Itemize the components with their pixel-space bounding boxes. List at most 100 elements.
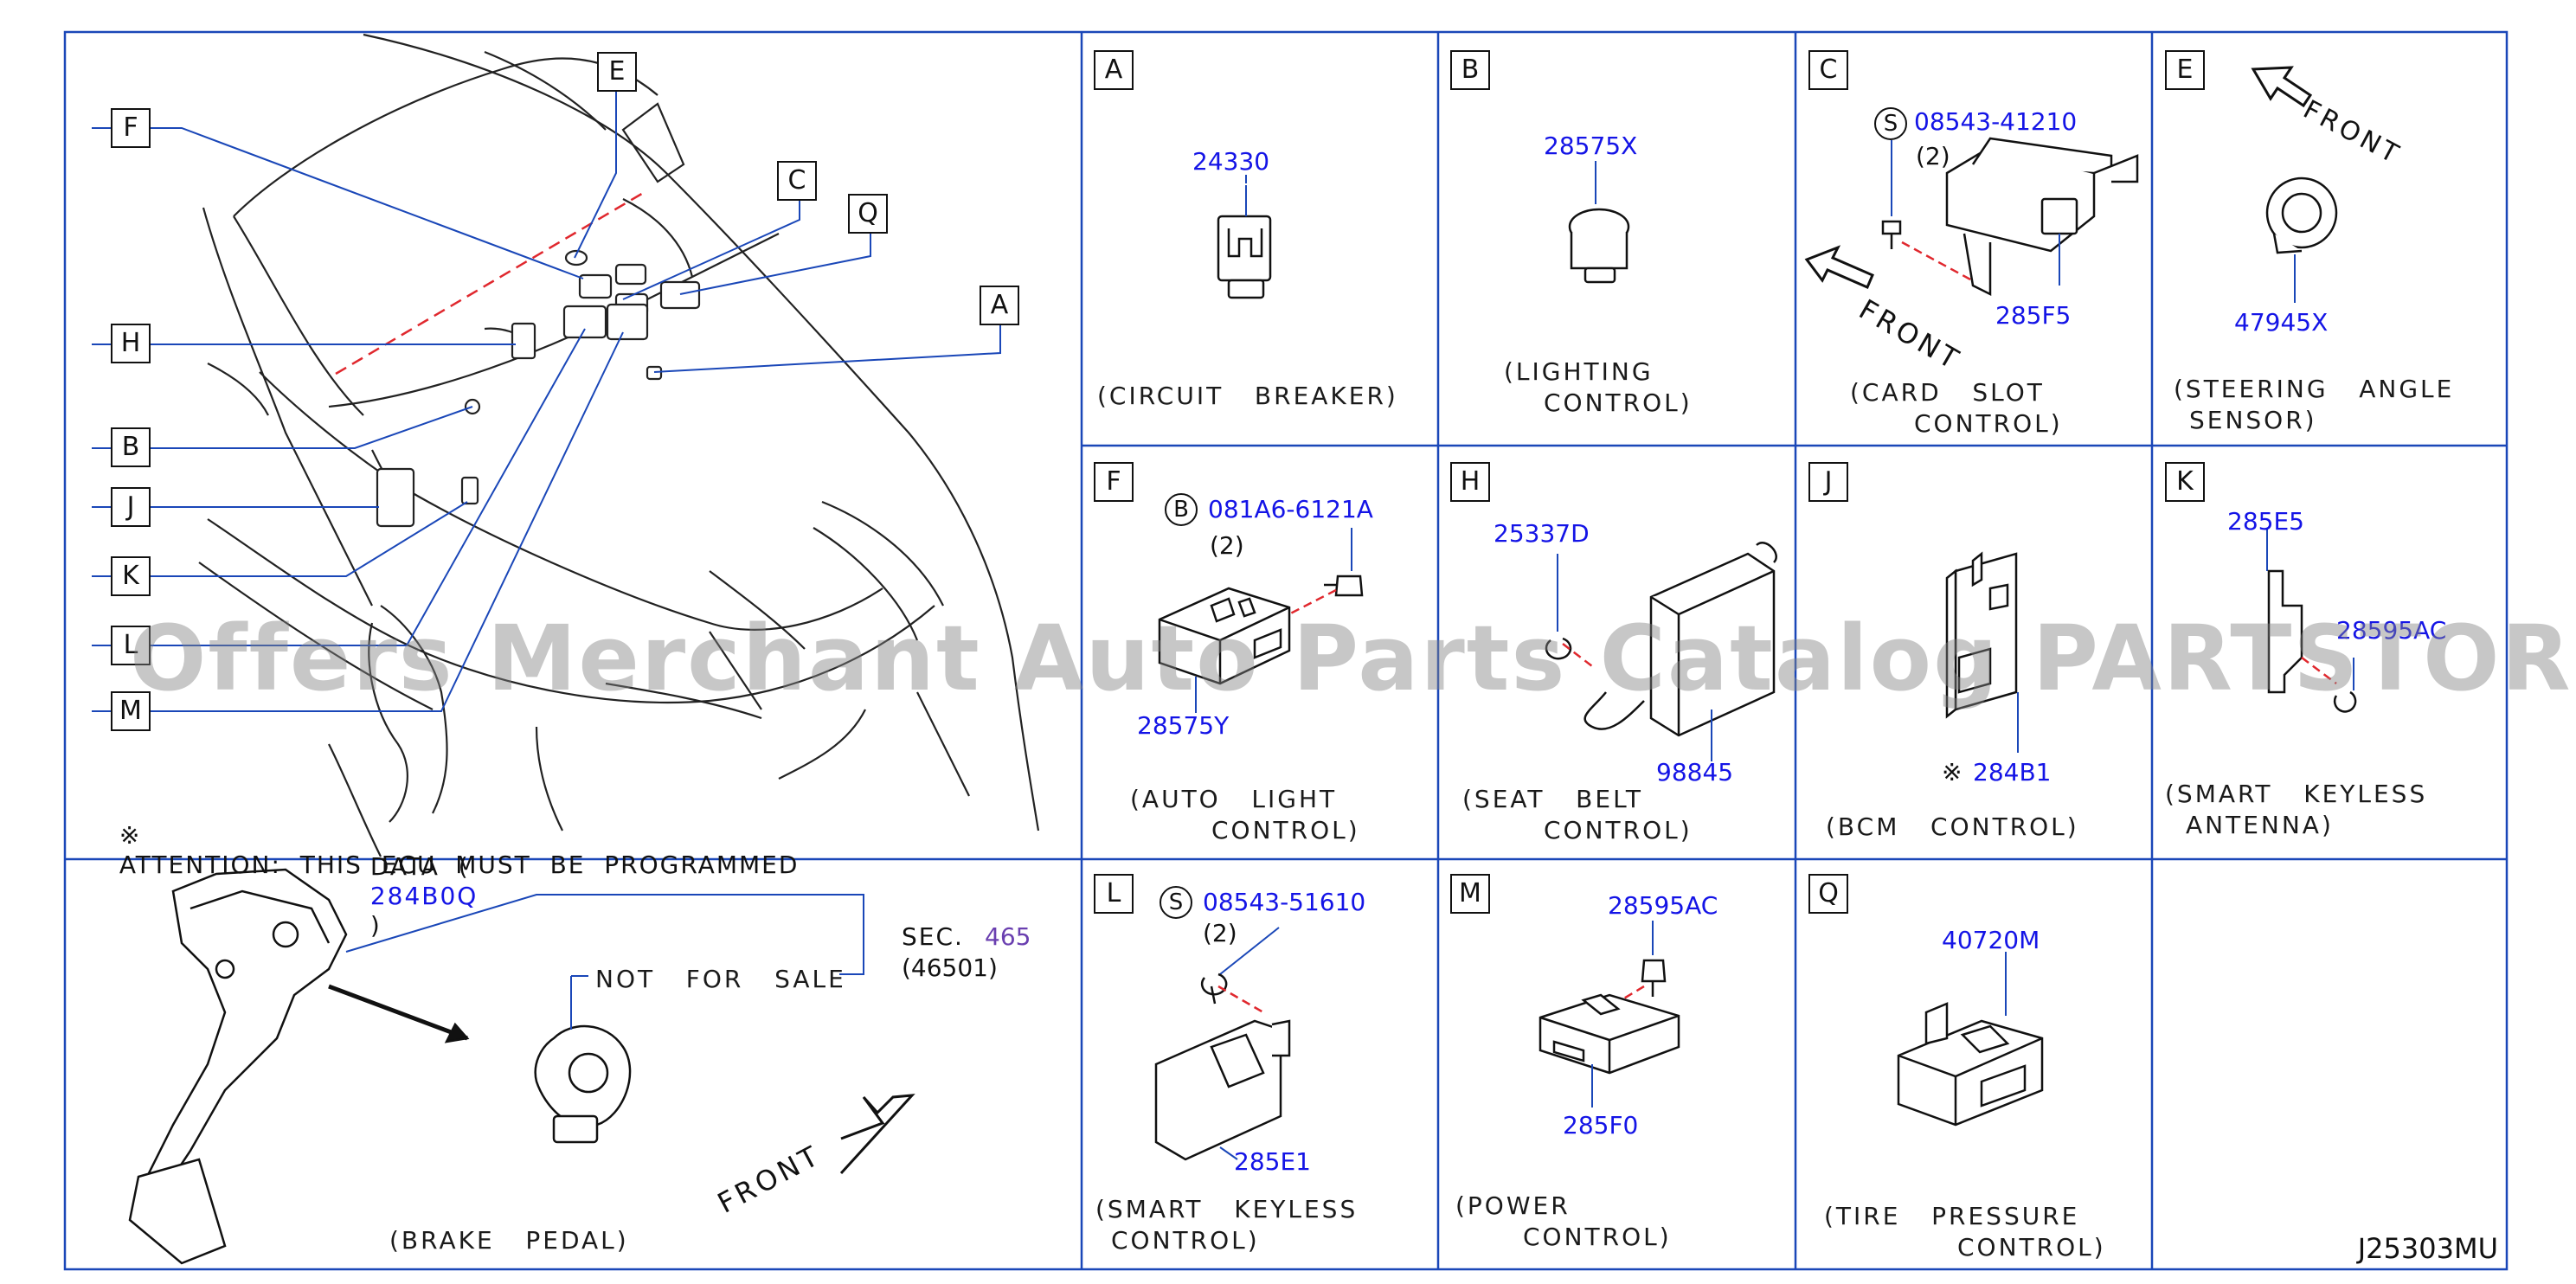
part-number-40720m[interactable]: 40720M bbox=[1942, 926, 2040, 954]
attention-symbol: ※ bbox=[119, 821, 142, 850]
part-number-28595ac-m[interactable]: 28595AC bbox=[1608, 891, 1718, 920]
part-number-08543-41210[interactable]: 08543-41210 bbox=[1914, 107, 2078, 136]
part-number-47945x[interactable]: 47945X bbox=[2234, 308, 2329, 337]
panel-l-letter: L bbox=[1094, 874, 1134, 914]
panel-m-caption-2: CONTROL) bbox=[1523, 1223, 1672, 1251]
panel-l-caption-1: (SMART KEYLESS bbox=[1095, 1195, 1359, 1223]
part-number-24330[interactable]: 24330 bbox=[1192, 147, 1270, 176]
panel-f-qty: (2) bbox=[1210, 531, 1244, 560]
panel-j-symbol: ※ bbox=[1942, 758, 1963, 786]
component-shapes bbox=[376, 249, 701, 528]
callout-box-f[interactable]: F bbox=[111, 108, 151, 148]
front-arrow-brake bbox=[839, 1094, 915, 1175]
panel-e-caption-1: (STEERING ANGLE bbox=[2174, 375, 2455, 403]
part-285F5-drawing bbox=[1804, 137, 2139, 297]
panel-a-letter: A bbox=[1094, 50, 1134, 90]
panel-j-caption-1: (BCM CONTROL) bbox=[1826, 812, 2079, 841]
screw-symbol-b: B bbox=[1165, 493, 1198, 526]
panel-f-caption-1: (AUTO LIGHT bbox=[1130, 785, 1338, 813]
panel-j-letter: J bbox=[1808, 462, 1848, 502]
callout-box-m[interactable]: M bbox=[111, 691, 151, 731]
panel-q-caption-2: CONTROL) bbox=[1957, 1233, 2106, 1262]
panel-m-letter: M bbox=[1450, 874, 1490, 914]
front-arrow-e bbox=[2251, 66, 2313, 108]
part-40720M-drawing bbox=[1897, 952, 2044, 1127]
part-285E5-drawing bbox=[2266, 528, 2357, 713]
part-98845-drawing bbox=[1545, 542, 1777, 761]
panel-c-letter: C bbox=[1808, 50, 1848, 90]
panel-q-caption-1: (TIRE PRESSURE bbox=[1824, 1202, 2080, 1230]
callout-box-c[interactable]: C bbox=[777, 161, 817, 201]
part-number-081a6-6121a[interactable]: 081A6-6121A bbox=[1208, 495, 1373, 523]
attention-note: ※ ATTENTION: THIS ECU MUST BE PROGRAMMED bbox=[100, 792, 799, 880]
panel-q-letter: Q bbox=[1808, 874, 1848, 914]
panel-h-caption-1: (SEAT BELT bbox=[1462, 785, 1643, 813]
part-number-08543-51610[interactable]: 08543-51610 bbox=[1203, 888, 1366, 916]
panel-l-caption-2: CONTROL) bbox=[1111, 1226, 1260, 1255]
part-28575X-drawing bbox=[1568, 161, 1630, 284]
main-leaders bbox=[92, 92, 1001, 712]
part-28575Y-drawing bbox=[1158, 528, 1364, 713]
panel-h-letter: H bbox=[1450, 462, 1490, 502]
part-number-285f5[interactable]: 285F5 bbox=[1995, 301, 2072, 330]
panel-b-caption-1: (LIGHTING bbox=[1504, 357, 1654, 386]
part-285E1-drawing bbox=[1154, 927, 1291, 1161]
part-number-28575x[interactable]: 28575X bbox=[1544, 132, 1638, 160]
part-number-285f0[interactable]: 285F0 bbox=[1563, 1111, 1639, 1140]
sec-sub-number: (46501) bbox=[902, 953, 998, 982]
panel-grid bbox=[63, 30, 2509, 1271]
part-47945X-drawing bbox=[2251, 66, 2338, 303]
panel-b-letter: B bbox=[1450, 50, 1490, 90]
part-number-28575y[interactable]: 28575Y bbox=[1137, 711, 1230, 740]
callout-box-b[interactable]: B bbox=[111, 427, 151, 467]
panel-h-caption-2: CONTROL) bbox=[1544, 816, 1693, 844]
panel-k-caption-2: ANTENNA) bbox=[2186, 811, 2334, 839]
vehicle-outline bbox=[198, 33, 1040, 857]
panel-l-qty: (2) bbox=[1203, 919, 1237, 947]
panel-a-caption: (CIRCUIT BREAKER) bbox=[1097, 382, 1398, 410]
attention-text: ATTENTION: THIS ECU MUST BE PROGRAMMED bbox=[119, 851, 800, 879]
panel-k-letter: K bbox=[2165, 462, 2205, 502]
panel-e-caption-2: SENSOR) bbox=[2189, 406, 2317, 434]
front-arrow-c bbox=[1804, 245, 1874, 289]
part-number-285e1[interactable]: 285E1 bbox=[1234, 1147, 1311, 1176]
panel-k-caption-1: (SMART KEYLESS bbox=[2165, 780, 2428, 808]
panel-b-caption-2: CONTROL) bbox=[1544, 388, 1693, 417]
callout-box-e[interactable]: E bbox=[597, 52, 637, 92]
callout-box-j[interactable]: J bbox=[111, 487, 151, 527]
screw-symbol-s-l: S bbox=[1160, 886, 1192, 919]
callout-box-k[interactable]: K bbox=[111, 556, 151, 596]
panel-f-letter: F bbox=[1094, 462, 1134, 502]
part-number-28595ac-k[interactable]: 28595AC bbox=[2336, 616, 2447, 645]
attention-close: ) bbox=[369, 911, 382, 940]
panel-c-qty: (2) bbox=[1916, 142, 1950, 170]
panel-c-caption-1: (CARD SLOT bbox=[1850, 378, 2045, 407]
attention-part-link[interactable]: 284B0Q bbox=[369, 882, 479, 910]
attention-data-label: DATA ( bbox=[369, 852, 470, 881]
panel-c-caption-2: CONTROL) bbox=[1914, 409, 2063, 438]
callout-box-h[interactable]: H bbox=[111, 324, 151, 363]
attention-note-line2: DATA ( 284B0Q ) bbox=[351, 823, 478, 941]
callout-box-l[interactable]: L bbox=[111, 626, 151, 665]
brake-pedal-caption: (BRAKE PEDAL) bbox=[389, 1226, 629, 1255]
sec-label: SEC. bbox=[902, 922, 964, 951]
part-24330-drawing bbox=[1217, 175, 1272, 299]
panel-m-caption-1: (POWER bbox=[1455, 1191, 1571, 1220]
diagram-code: J25303MU bbox=[2357, 1232, 2498, 1265]
part-number-98845[interactable]: 98845 bbox=[1656, 758, 1734, 786]
panel-e-letter: E bbox=[2165, 50, 2205, 90]
panel-f-caption-2: CONTROL) bbox=[1211, 816, 1360, 844]
part-285F0-drawing bbox=[1539, 921, 1680, 1107]
part-number-284b1[interactable]: 284B1 bbox=[1973, 758, 2052, 786]
brake-pedal-drawing bbox=[128, 868, 915, 1265]
part-number-285e5[interactable]: 285E5 bbox=[2227, 507, 2304, 536]
not-for-sale-label: NOT FOR SALE bbox=[595, 965, 846, 993]
part-number-25337d[interactable]: 25337D bbox=[1494, 519, 1590, 548]
callout-box-a[interactable]: A bbox=[980, 286, 1019, 325]
callout-box-q[interactable]: Q bbox=[848, 194, 888, 234]
screw-symbol-s: S bbox=[1874, 107, 1907, 140]
sec-465-link[interactable]: 465 bbox=[985, 922, 1031, 951]
part-284B1-drawing bbox=[1945, 551, 2019, 753]
